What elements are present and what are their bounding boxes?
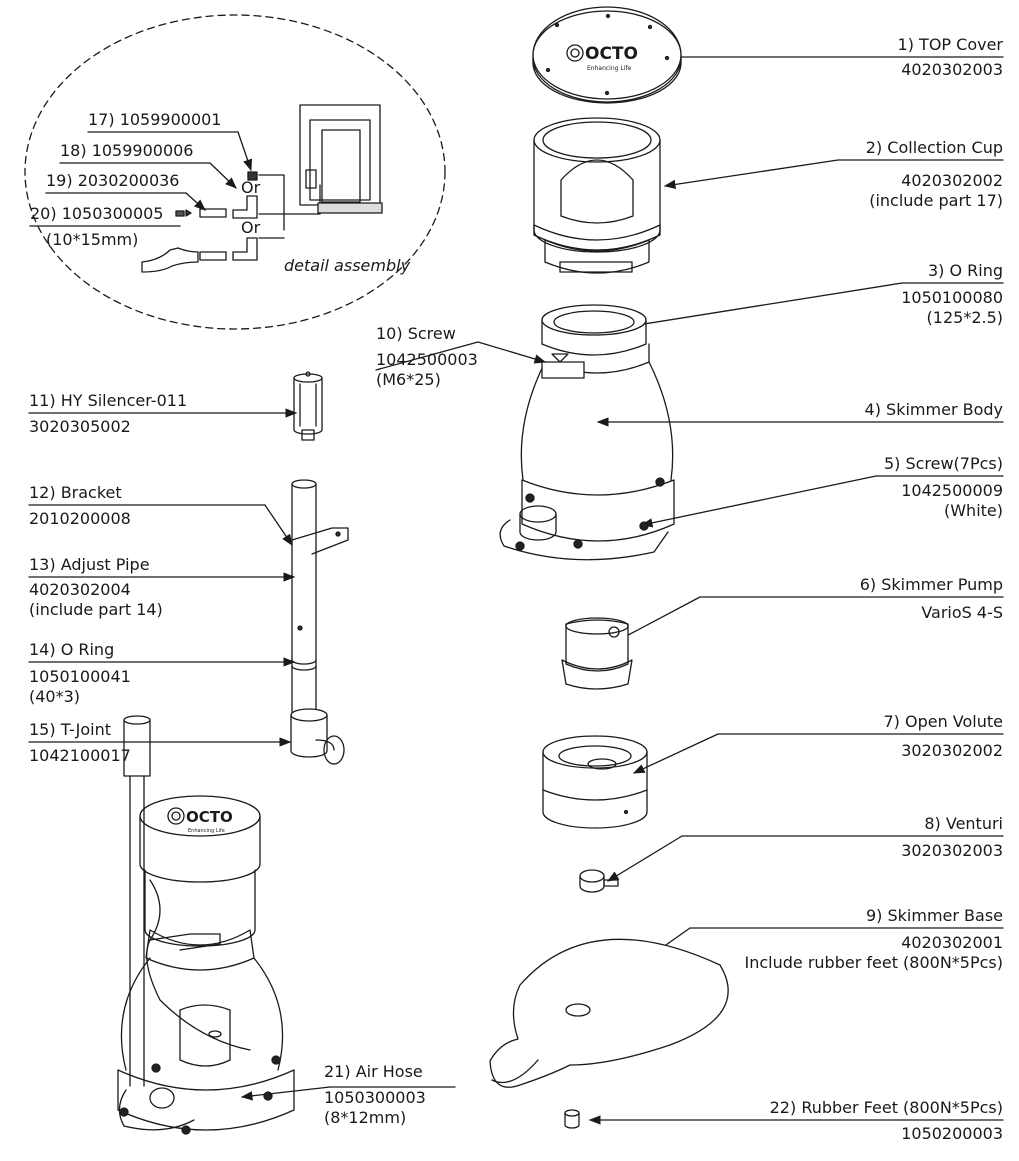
open-volute-drawing	[542, 735, 648, 829]
label-part-14: 14) O Ring	[29, 640, 115, 659]
label-part-10: 10) Screw	[376, 324, 456, 343]
code-part-1: 4020302003	[901, 60, 1003, 79]
leader-lines-left	[28, 341, 547, 747]
code-part-15: 1042100017	[29, 746, 131, 765]
detail-assembly-caption: detail assembly	[284, 256, 411, 275]
note-part-20: (10*15mm)	[46, 230, 139, 249]
label-part-2: 2) Collection Cup	[865, 138, 1003, 157]
code-part-2: 4020302002(include part 17)	[869, 171, 1003, 210]
label-part-11: 11) HY Silencer-011	[29, 391, 188, 410]
label-part-20: 20) 1050300005	[30, 204, 164, 223]
code-part-5: 1042500009(White)	[901, 481, 1003, 520]
label-part-22: 22) Rubber Feet (800N*5Pcs)	[769, 1098, 1003, 1117]
code-part-22: 1050200003	[901, 1124, 1003, 1143]
t-joint-drawing	[290, 708, 345, 765]
label-part-7: 7) Open Volute	[883, 712, 1003, 731]
leader-lines-right	[240, 52, 1004, 1125]
code-part-12: 2010200008	[29, 509, 131, 528]
label-part-13: 13) Adjust Pipe	[29, 555, 150, 574]
brand-logo-top: OCTO Enhancing Life	[585, 44, 638, 72]
brand-logo-tagline-2: Enhancing Life	[188, 828, 225, 834]
label-part-12: 12) Bracket	[29, 483, 122, 502]
venturi-drawing	[579, 869, 619, 893]
label-part-17: 17) 1059900001	[88, 110, 222, 129]
brand-logo-text-2: OCTO	[186, 808, 233, 826]
code-part-8: 3020302003	[901, 841, 1003, 860]
code-part-21: 1050300003(8*12mm)	[324, 1088, 426, 1127]
detail-bubble	[24, 14, 446, 330]
brand-logo-text: OCTO	[585, 44, 638, 64]
code-part-14: 1050100041(40*3)	[29, 667, 131, 706]
label-part-5: 5) Screw(7Pcs)	[883, 454, 1003, 473]
silencer-drawing	[293, 371, 323, 441]
skimmer-body-drawing	[499, 304, 675, 561]
label-part-19: 19) 2030200036	[46, 171, 180, 190]
adjust-pipe-drawing	[291, 479, 349, 721]
skimmer-pump-drawing	[561, 617, 633, 690]
collection-cup-drawing	[533, 117, 661, 274]
label-part-4: 4) Skimmer Body	[864, 400, 1003, 419]
label-part-21: 21) Air Hose	[324, 1062, 423, 1081]
brand-logo-tagline: Enhancing Life	[587, 65, 631, 72]
code-part-3: 1050100080(125*2.5)	[901, 288, 1003, 327]
rubber-foot-drawing	[564, 1109, 580, 1129]
skimmer-base-drawing	[489, 938, 729, 1088]
code-part-6: VarioS 4-S	[921, 603, 1003, 622]
label-part-8: 8) Venturi	[924, 814, 1003, 833]
label-part-1: 1) TOP Cover	[897, 35, 1003, 54]
or-label-2: Or	[241, 218, 261, 237]
label-part-3: 3) O Ring	[927, 261, 1003, 280]
assembled-skimmer-drawing	[117, 715, 295, 1135]
code-part-11: 3020305002	[29, 417, 131, 436]
top-cover-drawing	[532, 6, 682, 104]
brand-logo-assembled: OCTO Enhancing Life	[186, 808, 233, 834]
label-part-18: 18) 1059900006	[60, 141, 194, 160]
or-label-1: Or	[241, 178, 261, 197]
label-part-6: 6) Skimmer Pump	[859, 575, 1003, 594]
code-part-13: 4020302004(include part 14)	[29, 580, 163, 619]
code-part-7: 3020302002	[901, 741, 1003, 760]
code-part-10: 1042500003(M6*25)	[376, 350, 478, 389]
label-part-9: 9) Skimmer Base	[865, 906, 1003, 925]
label-part-15: 15) T-Joint	[29, 720, 112, 739]
